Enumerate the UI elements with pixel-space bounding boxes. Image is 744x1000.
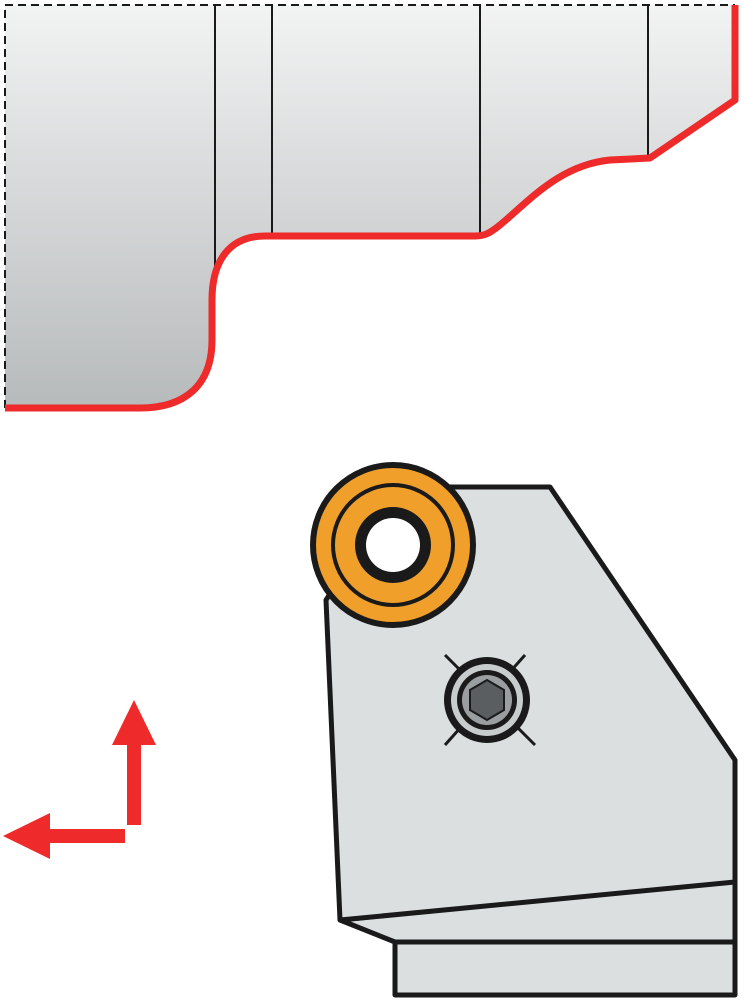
workpiece-stock-outline: [4, 4, 735, 408]
clamp-ring: [310, 462, 476, 628]
workpiece: [4, 4, 739, 412]
feed-direction-arrows-icon: [3, 700, 156, 859]
machined-profile: [5, 5, 739, 412]
hex-screw-icon: [443, 653, 537, 747]
workpiece-body: [5, 5, 735, 408]
